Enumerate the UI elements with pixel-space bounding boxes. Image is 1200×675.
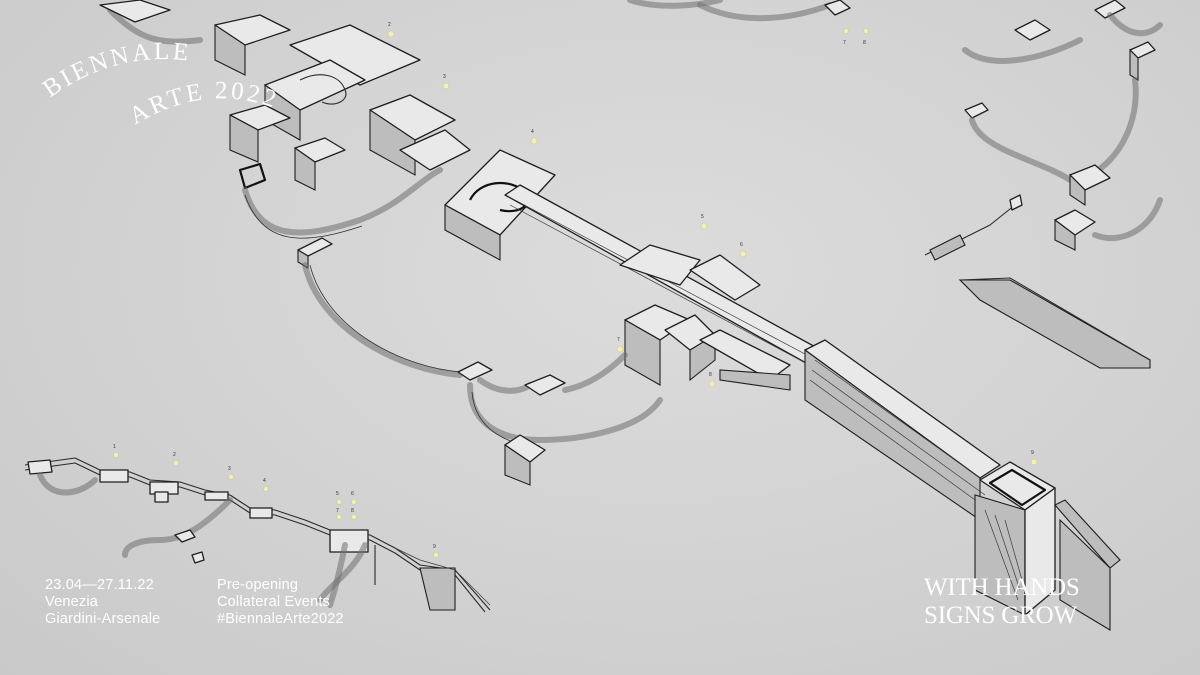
main-ramp — [444, 149, 1121, 631]
event-dates: 23.04—27.11.22 — [45, 577, 154, 593]
event-type-block: Pre-opening Collateral Events #BiennaleA… — [217, 577, 344, 628]
event-venue: Giardini-Arsenale — [45, 611, 161, 627]
marker-label: 4 — [531, 129, 534, 135]
event-city: Venezia — [45, 594, 98, 610]
marker-label: 4 — [263, 478, 266, 484]
slogan-line-1: WITH HANDS — [924, 574, 1080, 601]
marker-label: 7 — [617, 337, 620, 343]
slogan-line-2: SIGNS GROW — [924, 602, 1077, 629]
map-markers: 2 3 4 5 6 7 8 9 7 8 1 2 3 4 — [113, 22, 1038, 558]
marker-sec-6 — [351, 499, 357, 505]
slogan: WITH HANDS SIGNS GROW — [924, 574, 1080, 630]
marker-label: 8 — [351, 508, 354, 514]
marker-8 — [708, 380, 716, 388]
marker-sec-3 — [228, 474, 234, 480]
top-left-buildings — [99, 0, 471, 191]
marker-label: 3 — [228, 466, 231, 472]
biennale-title: BIENNALE ARTE 2022 — [38, 38, 282, 130]
marker-sec-8 — [351, 514, 357, 520]
marker-label: 8 — [709, 372, 712, 378]
marker-top-8 — [863, 28, 869, 34]
title-line-2: ARTE 2022 — [125, 77, 282, 130]
marker-label: 2 — [173, 452, 176, 458]
marker-label: 6 — [351, 491, 354, 497]
marker-7 — [616, 345, 624, 353]
marker-sec-1 — [113, 452, 119, 458]
event-dates-block: 23.04—27.11.22 Venezia Giardini-Arsenale — [45, 577, 160, 628]
collateral-events-label: Collateral Events — [217, 594, 331, 610]
marker-sec-2 — [173, 460, 179, 466]
connecting-paths — [242, 167, 663, 486]
marker-3 — [442, 82, 450, 90]
marker-label: 3 — [443, 74, 446, 80]
marker-label: 6 — [740, 242, 743, 248]
marker-2 — [387, 30, 395, 38]
top-right-fragments — [627, 0, 1163, 369]
marker-sec-7 — [336, 514, 342, 520]
marker-sec-5 — [336, 499, 342, 505]
marker-label: 7 — [336, 508, 339, 514]
marker-label: 5 — [701, 214, 704, 220]
marker-sec-9 — [433, 552, 439, 558]
marker-4 — [530, 137, 538, 145]
marker-top-7 — [843, 28, 849, 34]
marker-label: 5 — [336, 491, 339, 497]
marker-label: 7 — [843, 40, 846, 46]
hashtag-label: #BiennaleArte2022 — [217, 611, 344, 627]
marker-5 — [700, 222, 708, 230]
marker-6 — [739, 250, 747, 258]
marker-label: 8 — [863, 40, 866, 46]
pre-opening-label: Pre-opening — [217, 577, 299, 593]
marker-sec-4 — [263, 486, 269, 492]
marker-label: 1 — [113, 444, 116, 450]
marker-label: 9 — [1031, 450, 1034, 456]
marker-label: 2 — [388, 22, 391, 28]
marker-9 — [1030, 458, 1038, 466]
bottom-left-section — [24, 457, 491, 613]
marker-label: 9 — [433, 544, 436, 550]
